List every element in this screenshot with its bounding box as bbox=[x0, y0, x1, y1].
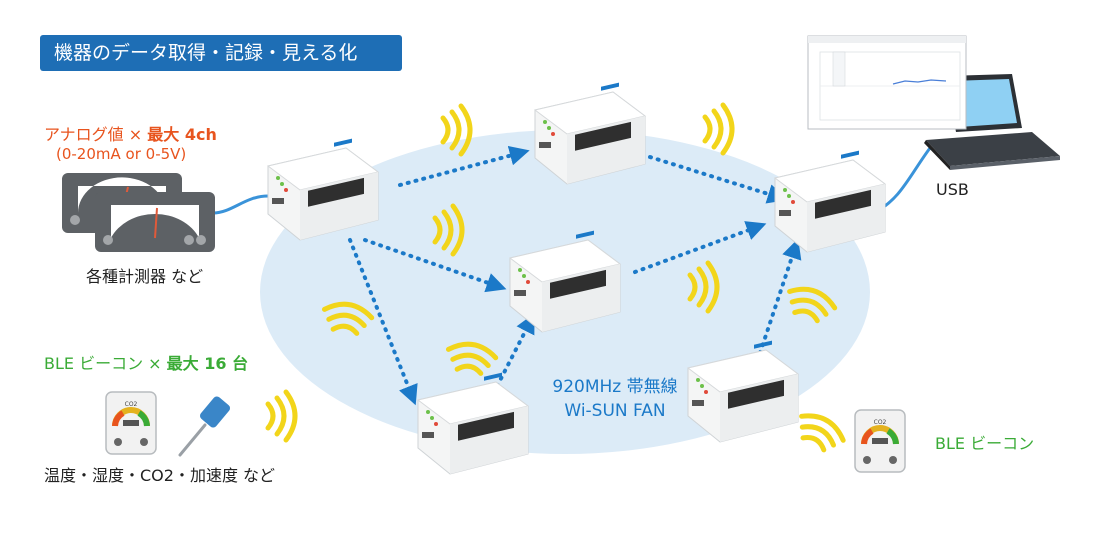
app-window-thumbnail bbox=[807, 35, 967, 130]
instrument-caption: 各種計測器 など bbox=[86, 267, 204, 286]
analog-range-label: (0-20mA or 0-5V) bbox=[56, 145, 187, 163]
temperature-probe-icon bbox=[178, 396, 231, 457]
analog-cable bbox=[212, 194, 269, 215]
page-title: 機器のデータ取得・記録・見える化 bbox=[40, 35, 402, 71]
arrow bbox=[753, 238, 802, 370]
analog-gauge-icon bbox=[95, 192, 215, 252]
router-device bbox=[774, 150, 886, 253]
co2-sensor-label: CO2 bbox=[125, 401, 138, 408]
arrow bbox=[633, 221, 767, 274]
arrow bbox=[648, 155, 788, 204]
network-label-line1: 920MHz 帯無線 bbox=[552, 377, 678, 397]
co2-sensor-label: CO2 bbox=[874, 419, 887, 426]
ble-count-label: BLE ビーコン × 最大 16 台 bbox=[44, 354, 249, 373]
ble-beacon-label: BLE ビーコン bbox=[935, 434, 1035, 453]
usb-label: USB bbox=[936, 180, 969, 199]
arrow bbox=[363, 238, 507, 293]
sensor-caption: 温度・湿度・CO2・加速度 など bbox=[44, 466, 276, 485]
signal-icon bbox=[268, 392, 295, 440]
analog-input-label: アナログ値 × 最大 4ch bbox=[44, 125, 217, 144]
laptop-icon bbox=[924, 74, 1060, 170]
network-label-line2: Wi-SUN FAN bbox=[564, 401, 666, 421]
signal-icon bbox=[793, 409, 848, 456]
network-label: 920MHz 帯無線 Wi-SUN FAN bbox=[520, 375, 710, 423]
arrow bbox=[398, 145, 530, 187]
signal-icon bbox=[705, 105, 732, 153]
